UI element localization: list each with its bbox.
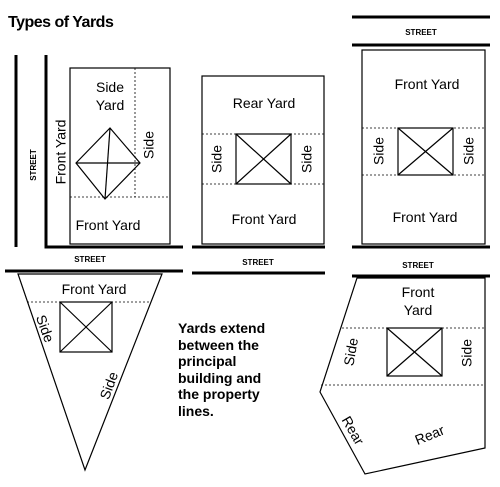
lot3-street-label: STREET — [402, 261, 434, 270]
note-line: Yards extend — [178, 320, 266, 336]
lot3-front-yard-bottom-label: Front Yard — [393, 209, 458, 225]
lot2-building — [235, 133, 292, 185]
lot5-side-right-label: Side — [459, 339, 475, 367]
lot5-front-yard-label-line2: Yard — [404, 302, 433, 318]
lot1-side-yard-label-line2: Yard — [96, 97, 125, 113]
lot2-boundary — [201, 75, 325, 245]
lot4-building — [59, 301, 113, 353]
diagram-title: Types of Yards — [8, 14, 114, 31]
lot3-street-top-label: STREET — [405, 28, 437, 37]
lot3-side-right-label: Side — [461, 137, 477, 165]
lot3-side-left-label: Side — [371, 137, 387, 165]
lot1-side-right-label: Side — [141, 131, 157, 159]
note-line: principal — [178, 353, 237, 369]
explanation-note: Yards extend between the principal build… — [178, 320, 298, 419]
lot1-street-label: STREET — [74, 255, 106, 264]
note-line: building and — [178, 369, 262, 386]
lot5-front-yard-label-line1: Front — [402, 284, 435, 300]
lot1-street-vertical-label: STREET — [29, 149, 38, 181]
lot4-front-yard-label: Front Yard — [62, 281, 127, 297]
lot5-building — [386, 327, 443, 377]
street-edge-corner — [44, 55, 183, 249]
note-line: the property — [178, 386, 260, 402]
lot5-rear-right-label: Rear — [412, 422, 446, 448]
lot5-rear-left-label: Rear — [339, 413, 368, 448]
lot2-street-label: STREET — [242, 258, 274, 267]
lot5-side-left-label: Side — [340, 336, 361, 367]
lot4-side-right-label: Side — [96, 369, 121, 401]
lot1-side-yard-label-line1: Side — [96, 79, 124, 95]
lot3-boundary — [361, 49, 486, 245]
lot1-boundary — [69, 67, 171, 245]
lot1-front-yard-label: Front Yard — [76, 217, 141, 233]
lot2-front-yard-label: Front Yard — [232, 211, 297, 227]
lot1-front-yard-vertical-label: Front Yard — [53, 120, 69, 185]
lot2-rear-yard-label: Rear Yard — [233, 95, 296, 111]
lot1-building — [75, 127, 141, 200]
lot2-side-right-label: Side — [299, 145, 315, 173]
lot2-side-left-label: Side — [209, 145, 225, 173]
lot5-boundary — [319, 277, 486, 475]
lot3-front-yard-top-label: Front Yard — [395, 76, 460, 92]
lot3-building — [397, 127, 454, 176]
note-line: between the — [178, 336, 259, 353]
lot4-boundary — [17, 273, 163, 472]
note-line: lines. — [178, 402, 214, 419]
